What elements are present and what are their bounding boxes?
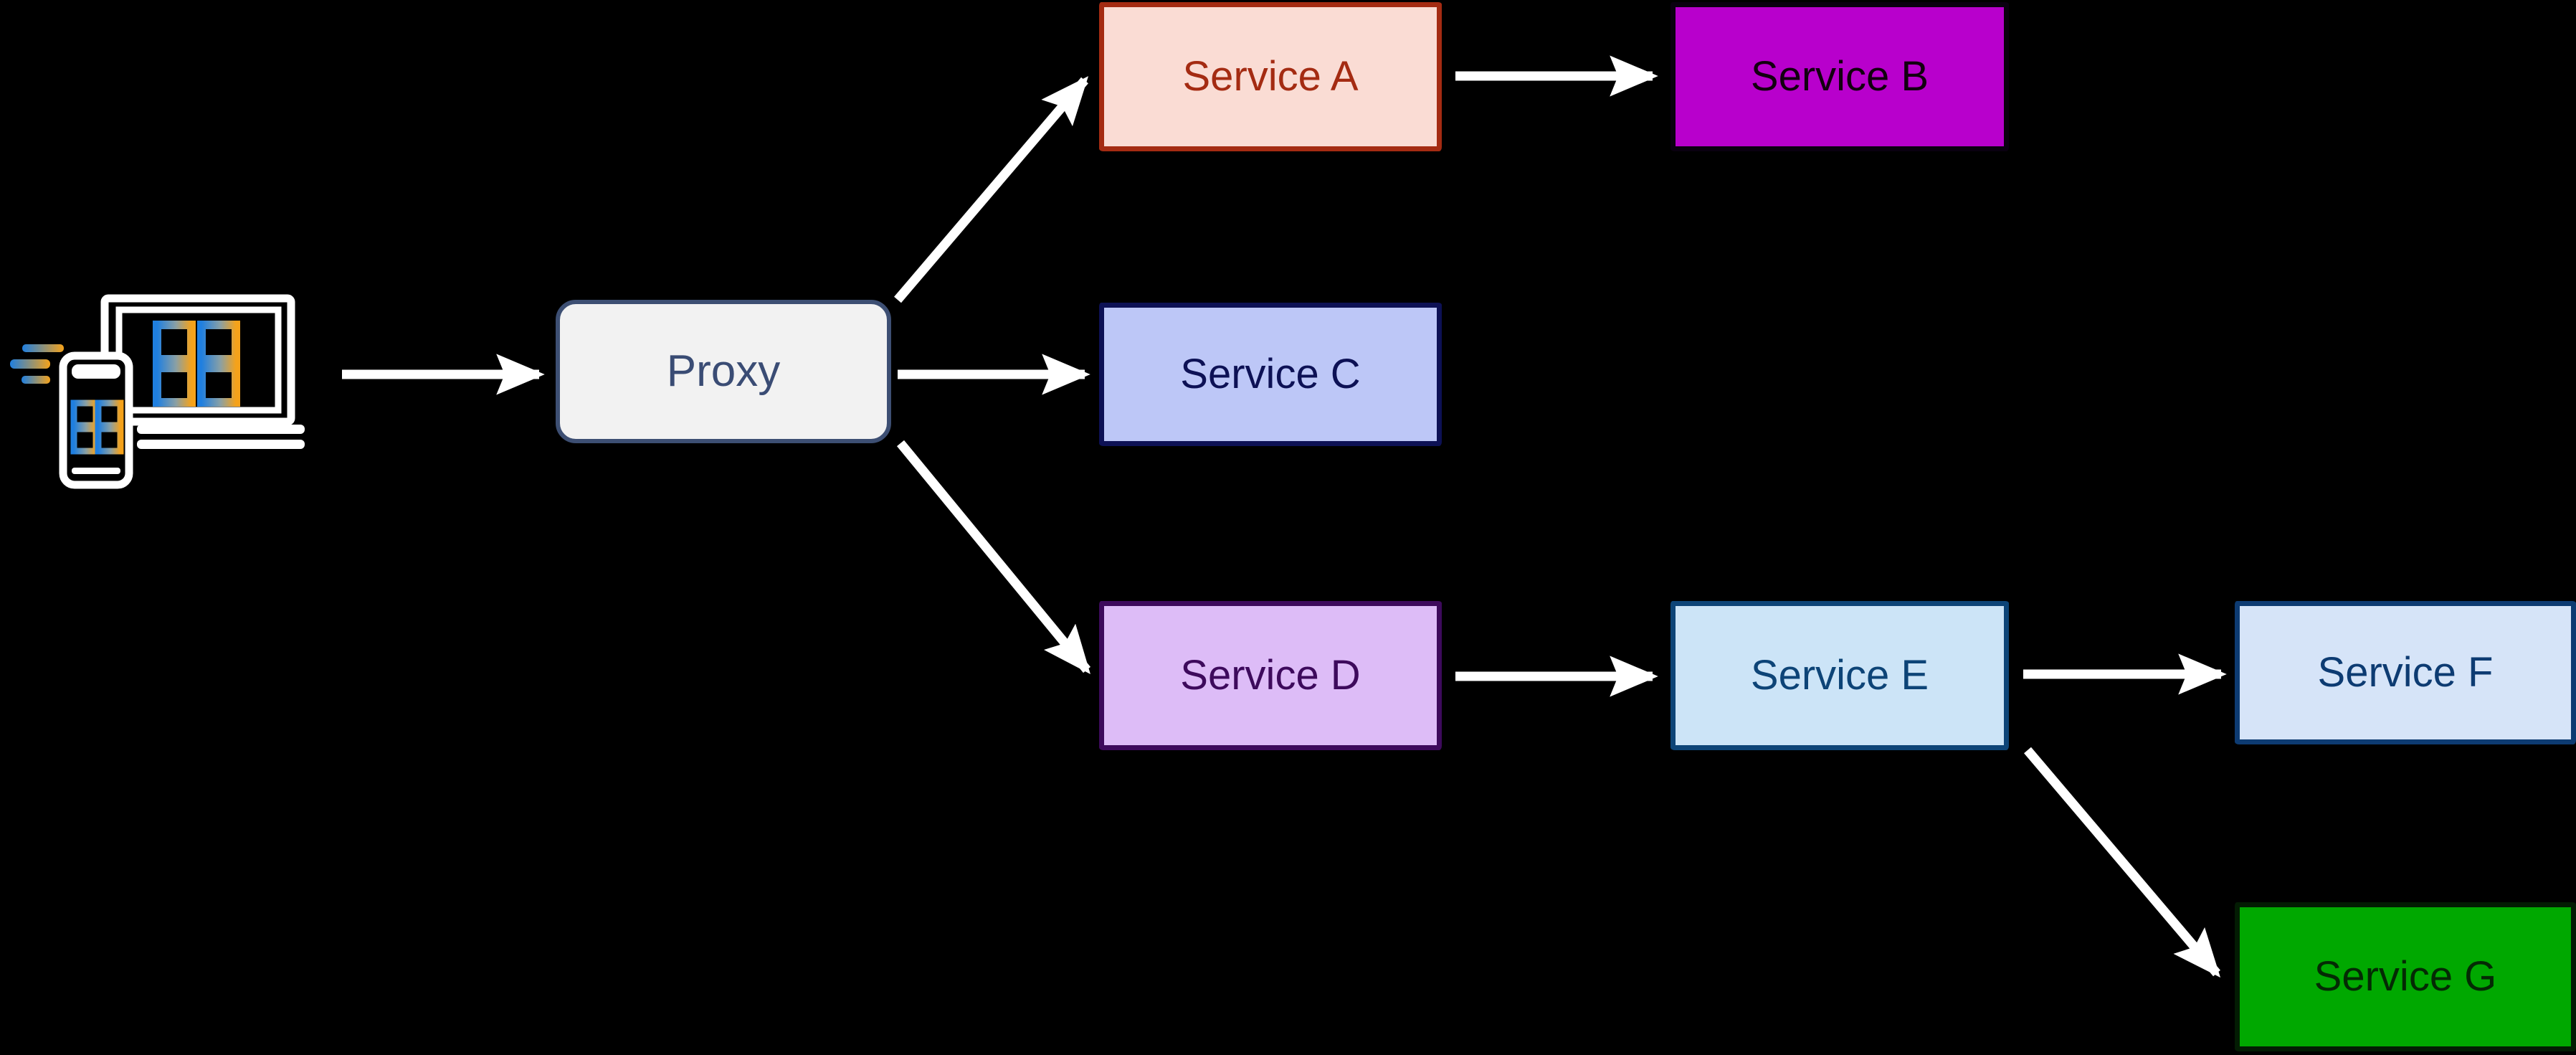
phone-icon [59, 351, 133, 489]
node-service-g-label: Service G [2314, 953, 2497, 1000]
edge-service-e-to-service-g [2024, 747, 2221, 978]
node-service-a[interactable]: Service A [1099, 2, 1442, 151]
node-service-b-label: Service B [1750, 53, 1929, 100]
node-service-c[interactable]: Service C [1099, 303, 1442, 446]
node-proxy-label: Proxy [666, 346, 781, 396]
node-service-d[interactable]: Service D [1099, 601, 1442, 750]
node-service-f-label: Service F [2317, 649, 2494, 696]
motion-lines-icon [10, 344, 64, 384]
edge-proxy-to-service-d [896, 440, 1091, 675]
node-service-a-label: Service A [1182, 53, 1359, 100]
node-service-e[interactable]: Service E [1670, 601, 2009, 750]
node-proxy[interactable]: Proxy [556, 300, 891, 443]
laptop-icon [100, 294, 305, 449]
node-service-g[interactable]: Service G [2235, 902, 2576, 1051]
node-service-e-label: Service E [1750, 652, 1929, 699]
node-service-c-label: Service C [1180, 351, 1361, 398]
node-service-f[interactable]: Service F [2235, 601, 2576, 744]
edge-proxy-to-service-a [894, 76, 1089, 303]
client-device-icon [0, 265, 344, 495]
node-service-d-label: Service D [1180, 652, 1361, 699]
node-service-b[interactable]: Service B [1670, 2, 2009, 151]
